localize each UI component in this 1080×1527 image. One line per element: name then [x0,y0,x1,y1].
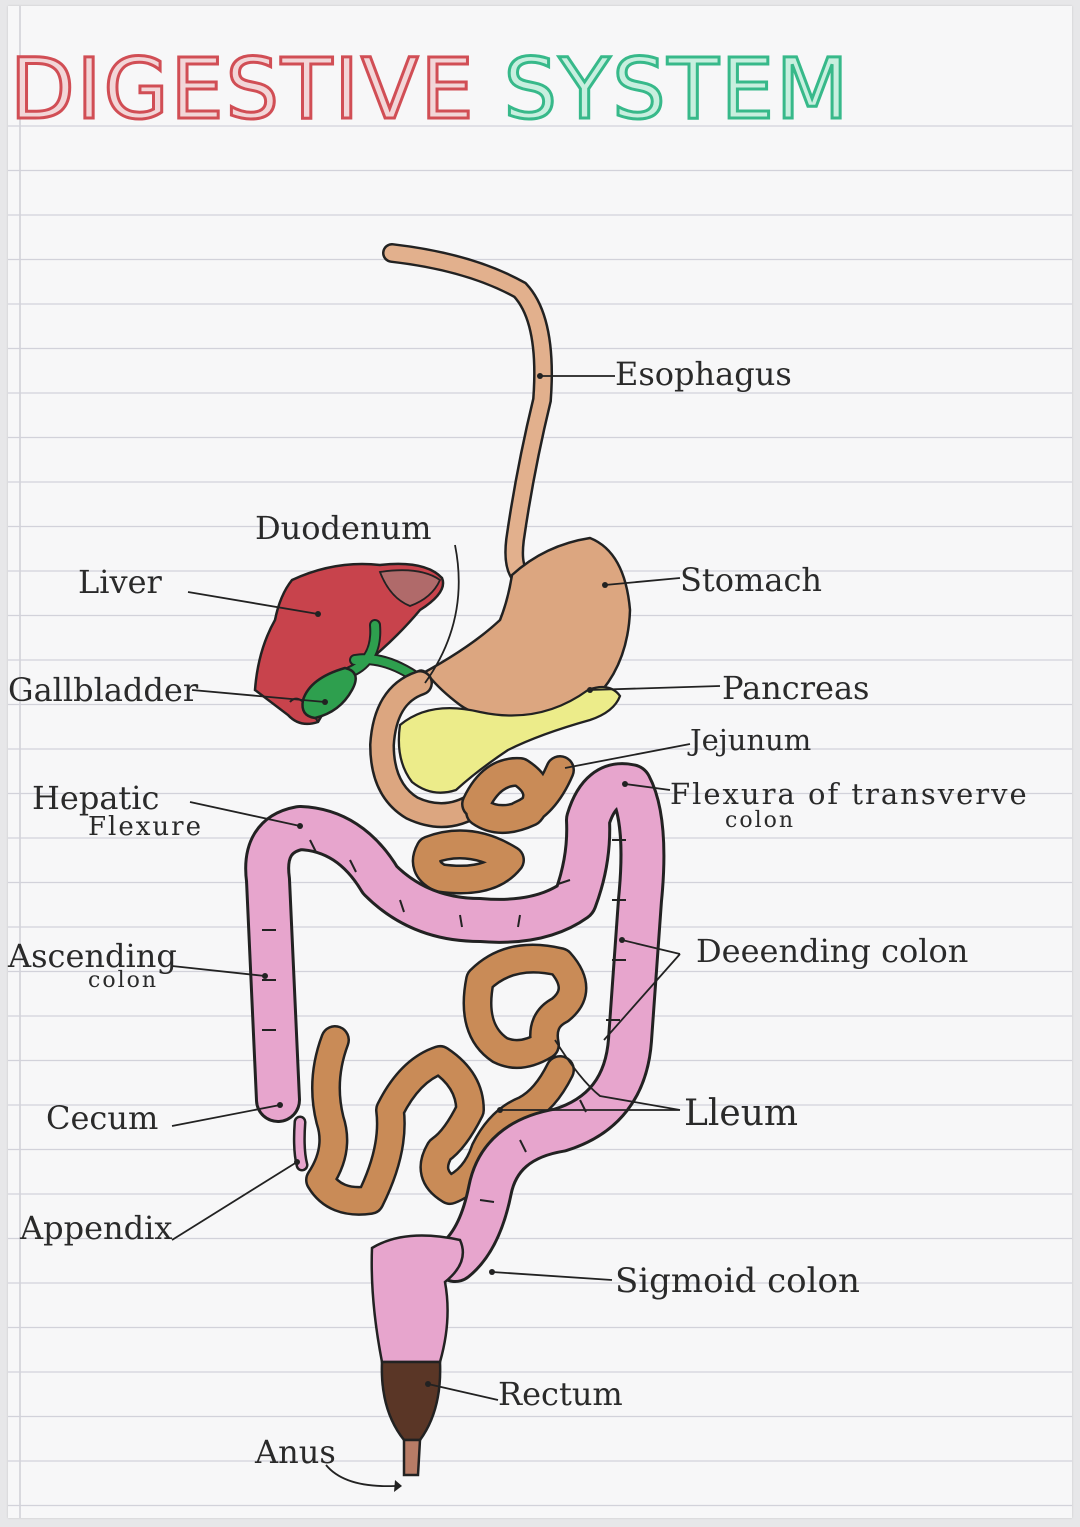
esophagus [384,245,551,583]
anus [402,1438,422,1477]
duodenum [371,672,487,826]
notebook-page [8,6,1072,1518]
label-cecum: Cecum [46,1099,159,1137]
page-title: DIGESTIVE SYSTEM [9,39,851,140]
label-ascending-line2: colon [88,968,159,993]
label-jejunum: Jejunum [690,723,812,757]
label-ileum: Lleum [684,1093,799,1134]
rectum-upper [370,1234,465,1364]
label-duodenum: Duodenum [255,509,432,547]
label-flexura-line2: colon [725,808,796,833]
label-pancreas: Pancreas [722,669,870,707]
small-intestine [307,757,585,1214]
liver-left-lobe [378,569,442,607]
large-intestine [247,765,663,1280]
leader-lines [171,375,721,1488]
label-ascending-line1: Ascending [8,937,177,975]
label-gallbladder: Gallbladder [8,671,199,709]
label-esophagus: Esophagus [615,355,792,393]
colon-haustra [262,839,626,1203]
label-descending-colon: Deeending colon [696,932,969,970]
label-stomach: Stomach [680,561,822,599]
gallbladder [301,666,357,720]
label-anus: Anus [255,1433,336,1471]
rectum [380,1360,442,1442]
title-word-digestive: DIGESTIVE [9,39,476,140]
label-sigmoid-colon: Sigmoid colon [615,1261,860,1301]
label-hepatic-flexure-line1: Hepatic [32,779,160,817]
label-appendix: Appendix [20,1209,173,1247]
label-rectum: Rectum [498,1375,623,1413]
pancreas [397,685,622,794]
label-flexura-line1: Flexura of transverve [670,777,1029,811]
label-hepatic-flexure-line2: Flexure [88,812,203,842]
leader-dots [262,373,628,1492]
label-liver: Liver [78,563,162,601]
title-word-system: SYSTEM [502,39,851,140]
appendix-fill [295,1118,306,1169]
